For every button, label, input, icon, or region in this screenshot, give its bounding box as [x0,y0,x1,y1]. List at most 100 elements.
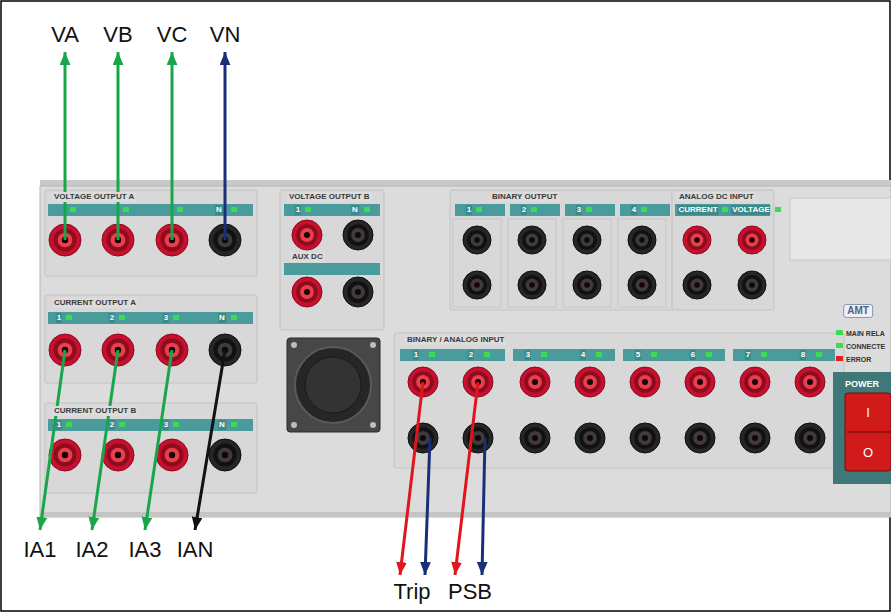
terminal-ring [156,439,188,471]
signal-arrow [195,350,225,530]
signal-arrow [145,350,172,530]
status-led [775,207,781,212]
status-led [123,207,129,212]
red-terminal [292,220,322,250]
terminal-shroud [744,427,766,449]
black-terminal [683,271,711,299]
signal-arrow [117,52,120,240]
terminal-hole [807,379,813,385]
signal-arrow [40,350,65,530]
terminal-insert [691,279,704,292]
terminal-insert [748,431,762,445]
black-terminal [209,439,241,471]
indicator-led [836,343,843,348]
section-title: CURRENT OUTPUT B [52,406,138,416]
status-led [70,207,76,212]
status-led [651,352,657,357]
terminal-shroud [296,281,318,303]
status-led [231,422,237,427]
status-led [119,422,125,427]
terminal-shroud [53,443,76,466]
screw [370,422,376,428]
channel-number: N [218,420,226,430]
signal-name: IAN [177,539,214,561]
binary-output-cell [453,219,501,307]
terminal-shroud [347,281,369,303]
terminal-hole [587,379,593,385]
terminal-insert [111,448,126,463]
channel-number: 5 [635,350,641,360]
terminal-ring [573,226,601,254]
terminal-ring [518,226,546,254]
terminal-hole [694,282,700,288]
section-title: VOLTAGE OUTPUT A [52,192,136,202]
signal-arrow [400,382,423,575]
signal-arrow [171,52,174,240]
signal-name: VB [103,24,132,46]
terminal-ring [102,439,134,471]
section-outline [450,190,674,310]
terminal-shroud [799,427,821,449]
terminal-ring [740,423,770,453]
signal-name: IA2 [75,539,108,561]
signal-arrow [482,438,485,575]
terminal-ring [630,367,660,397]
label-strip [48,419,253,431]
terminal-shroud [524,427,546,449]
signal-arrow [64,52,67,240]
black-terminal [628,226,656,254]
binary-output-cell [508,219,556,307]
terminal-hole [115,452,121,458]
terminal-hole [697,435,703,441]
section-title: VOLTAGE OUTPUT B [287,192,372,202]
label-strip [400,349,505,361]
terminal-ring [683,226,711,254]
terminal-ring [628,271,656,299]
switch-mark: I [866,406,870,419]
status-led [173,315,179,320]
signal-name: VA [51,24,79,46]
section-title: ANALOG DC INPUT [677,192,756,202]
terminal-insert [526,234,539,247]
binary-output-cell [618,219,666,307]
terminal-shroud [106,443,129,466]
terminal-insert [693,431,707,445]
terminal-shroud [744,371,766,393]
terminal-ring [292,220,322,250]
section-title: BINARY / ANALOG INPUT [405,335,506,345]
terminal-ring [685,367,715,397]
channel-number: 6 [690,350,696,360]
indicator-label: MAIN RELA [846,330,885,337]
terminal-ring [343,277,373,307]
label-strip [733,349,835,361]
red-terminal [738,226,766,254]
terminal-shroud [799,371,821,393]
terminal-hole [584,237,590,243]
terminal-ring [463,226,491,254]
black-terminal [740,423,770,453]
black-terminal [343,220,373,250]
terminal-ring [520,367,550,397]
signal-arrow [224,52,227,240]
status-led [476,207,482,212]
channel-number: N [351,205,359,215]
indicator-led [836,356,843,361]
red-terminal [795,367,825,397]
signal-name: IA1 [23,539,56,561]
terminal-insert [471,279,484,292]
terminal-shroud [632,230,652,250]
blank-plate [790,198,891,260]
channel-number: 1 [413,350,419,360]
red-terminal [156,439,188,471]
label-strip [675,204,770,216]
section-outline [45,403,257,493]
black-terminal [463,271,491,299]
terminal-ring [343,220,373,250]
terminal-hole [474,282,480,288]
terminal-shroud [296,224,318,246]
terminal-hole [752,435,758,441]
status-led [586,207,592,212]
terminal-hole [749,282,755,288]
terminal-insert [581,279,594,292]
power-rocker [845,393,891,471]
